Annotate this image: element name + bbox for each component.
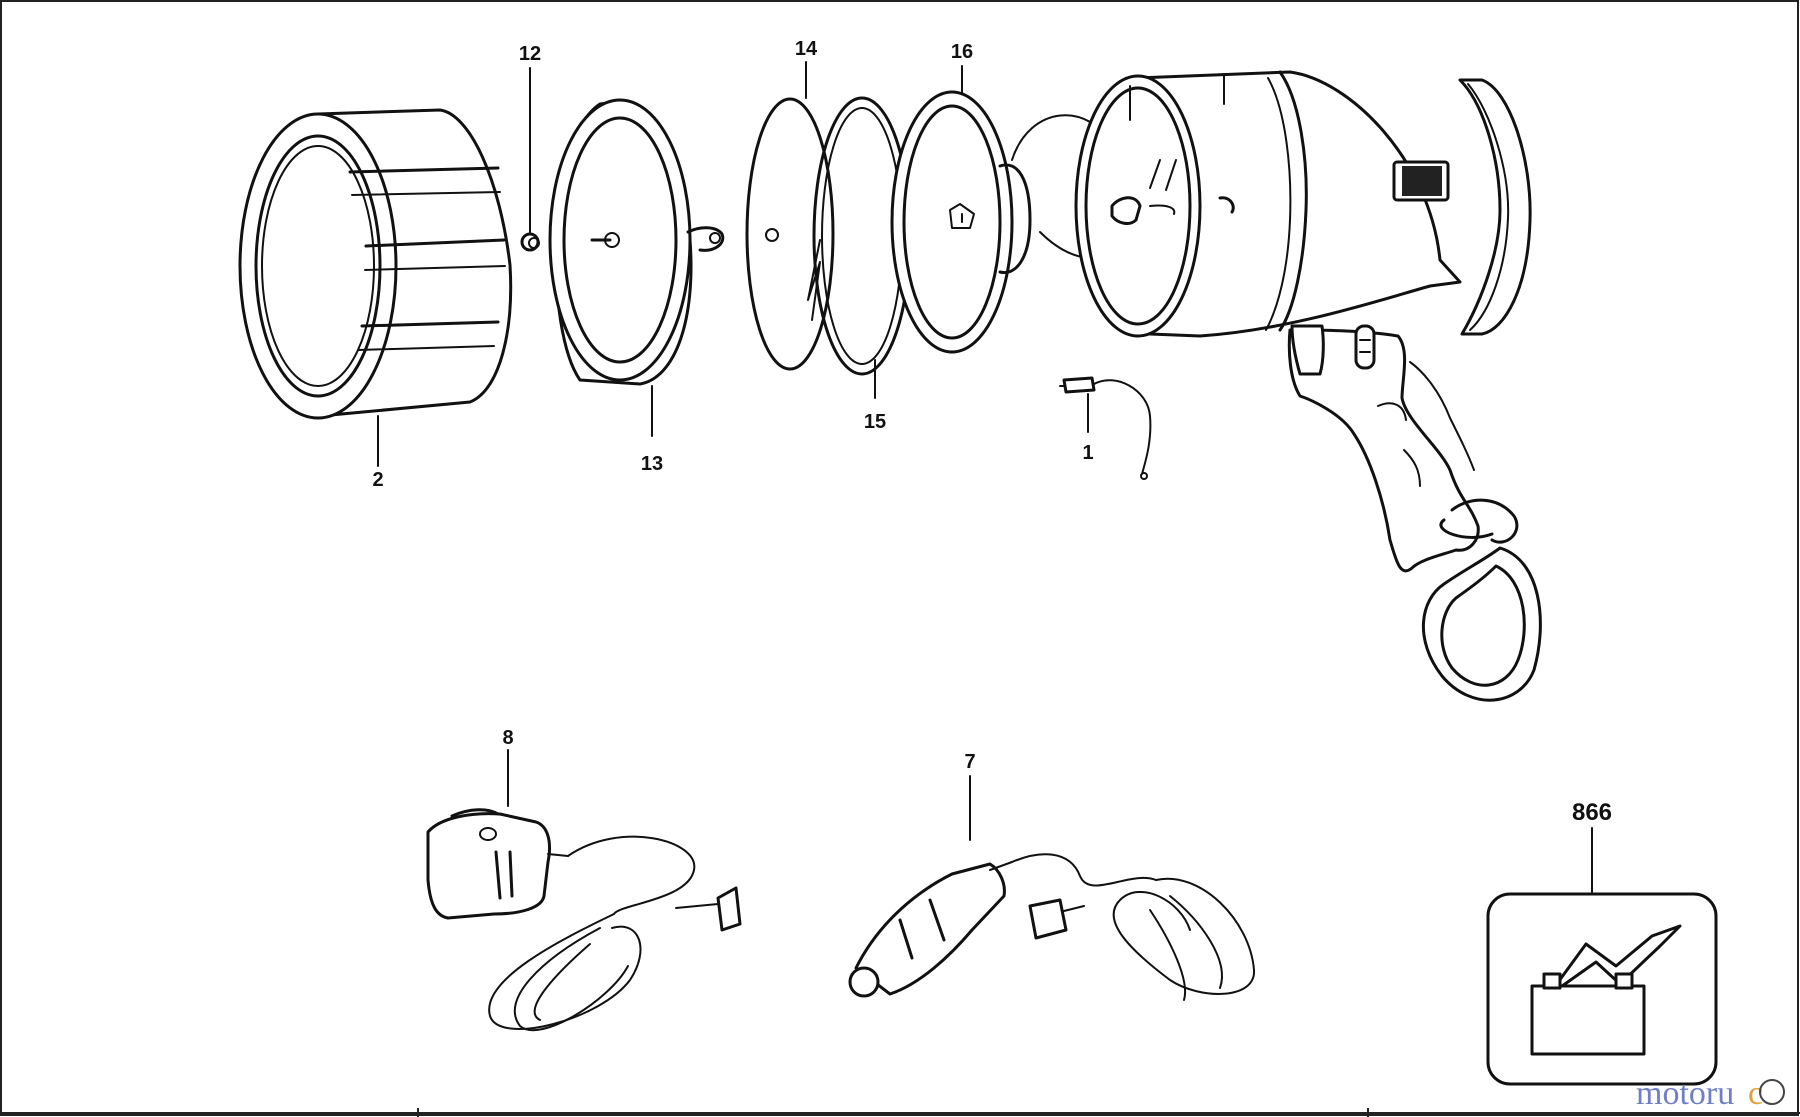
part-16-reflector [890, 65, 1032, 354]
part-7-car-charger [848, 775, 1256, 1001]
part-866-battery-box [1486, 827, 1718, 1086]
part-13-retaining-ring [548, 98, 725, 437]
callout-13: 13 [641, 453, 663, 475]
watermark-text-accent: c [1748, 1075, 1763, 1112]
watermark: motoru c [1636, 1075, 1785, 1112]
callout-8: 8 [502, 727, 513, 749]
part-2-lens-cap [238, 108, 513, 467]
part-12-screw [520, 67, 540, 252]
part-8-wall-charger [426, 749, 742, 1032]
callout-12: 12 [519, 43, 541, 65]
callout-7: 7 [964, 751, 975, 773]
spotlight-body [1011, 70, 1542, 702]
callout-1: 1 [1082, 442, 1093, 464]
callout-16: 16 [951, 41, 973, 63]
callout-866: 866 [1572, 799, 1612, 826]
callout-14: 14 [795, 38, 818, 60]
part-1-bulb-wire [1059, 376, 1152, 480]
callout-2: 2 [372, 469, 383, 491]
callout-15: 15 [864, 411, 886, 433]
watermark-text: motoru [1636, 1075, 1734, 1112]
